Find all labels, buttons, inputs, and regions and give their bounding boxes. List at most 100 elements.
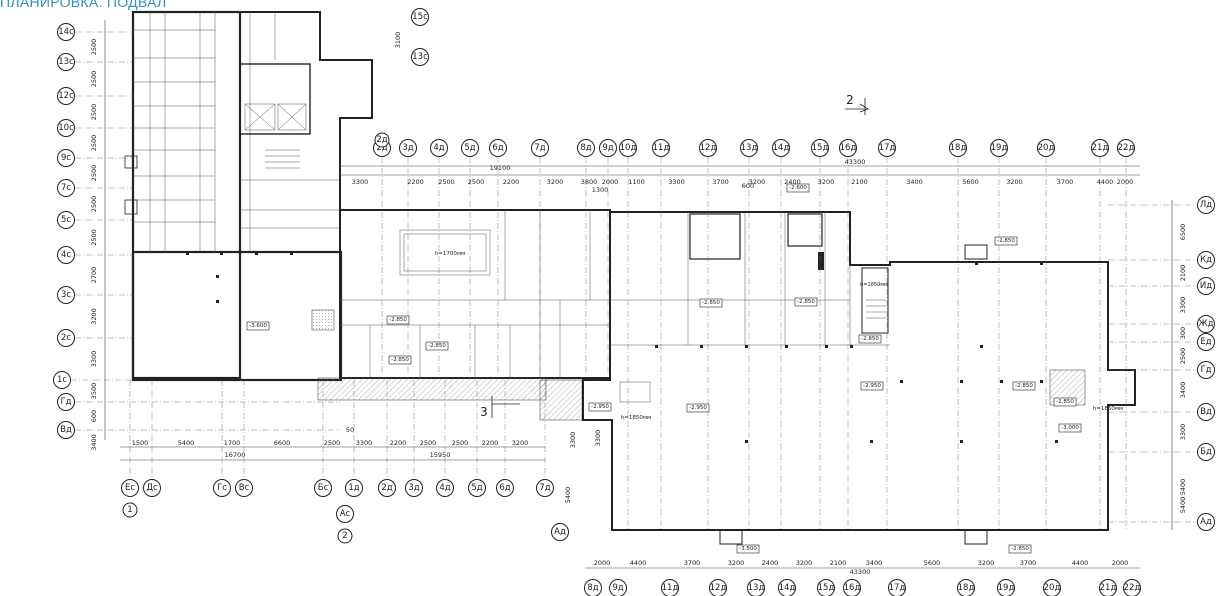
dim-top-19: 4400 bbox=[1097, 178, 1114, 186]
dim-left-6: 2500 bbox=[90, 229, 98, 246]
svg-text:6д: 6д bbox=[492, 143, 503, 153]
svg-text:15д: 15д bbox=[812, 143, 829, 153]
level-marker-14: -2.850 bbox=[1053, 397, 1077, 407]
pool-outline bbox=[399, 229, 491, 276]
dim-misc-4: 600 bbox=[742, 182, 754, 190]
svg-text:3с: 3с bbox=[61, 290, 71, 300]
svg-text:21д: 21д bbox=[1092, 143, 1109, 153]
axis-left-5: 7с bbox=[57, 179, 75, 197]
level-marker-2: -2.850 bbox=[386, 315, 410, 325]
axis-bottom-left-11: 7д bbox=[536, 479, 554, 497]
dim-bottom-left-9: 2200 bbox=[482, 439, 499, 447]
axis-right-6: Вд bbox=[1197, 403, 1215, 421]
dim-misc-6: 5400 bbox=[1179, 497, 1187, 514]
dim-top-0: 3300 bbox=[352, 178, 369, 186]
svg-text:1: 1 bbox=[127, 505, 132, 515]
axis-bottom-right-5: 14д bbox=[778, 579, 796, 596]
svg-text:Жд: Жд bbox=[1198, 319, 1213, 329]
level-marker-3: -2.850 bbox=[425, 341, 449, 351]
dim-top-18: 3700 bbox=[1057, 178, 1074, 186]
dim-top-3: 2500 bbox=[468, 178, 485, 186]
svg-text:Кд: Кд bbox=[1200, 255, 1212, 265]
svg-text:-2.850: -2.850 bbox=[1011, 546, 1029, 552]
dim-bottom-left-7: 2500 bbox=[420, 439, 437, 447]
axis-right-0: Лд bbox=[1197, 196, 1215, 214]
svg-text:19д: 19д bbox=[991, 143, 1008, 153]
svg-text:Вд: Вд bbox=[1200, 407, 1212, 417]
svg-text:-3.500: -3.500 bbox=[739, 546, 757, 552]
dim-bottom-right-total-0: 43300 bbox=[850, 568, 871, 576]
axis-bottom-left-1: Дс bbox=[143, 479, 161, 497]
dim-bottom-right-6: 2100 bbox=[830, 559, 847, 567]
svg-text:Лд: Лд bbox=[1200, 200, 1212, 210]
svg-text:Вс: Вс bbox=[239, 483, 250, 493]
dim-left-1: 2500 bbox=[90, 71, 98, 88]
axis-left-11: Гд bbox=[57, 393, 75, 411]
level-markers: -3.600-2.600-2.850-2.850-2.850-2.850-2.8… bbox=[246, 183, 1082, 554]
svg-text:10с: 10с bbox=[58, 123, 74, 133]
svg-text:Гд: Гд bbox=[60, 397, 71, 407]
plan-title: ПЛАНИРОВКА. ПОДВАЛ bbox=[0, 0, 167, 10]
dim-top-total-1: 43300 bbox=[845, 158, 866, 166]
dim-top-4: 2200 bbox=[503, 178, 520, 186]
dim-bottom-left-0: 1500 bbox=[132, 439, 149, 447]
dim-bottom-left-6: 2200 bbox=[390, 439, 407, 447]
svg-text:14д: 14д bbox=[773, 143, 790, 153]
svg-text:22д: 22д bbox=[1124, 583, 1141, 593]
dim-bottom-right-1: 4400 bbox=[630, 559, 647, 567]
dim-top-11: 3200 bbox=[749, 178, 766, 186]
dim-top-9: 3300 bbox=[668, 178, 685, 186]
axis-top-6: 8д bbox=[577, 139, 595, 157]
level-marker-8: -2.850 bbox=[994, 236, 1018, 246]
svg-text:-2.850: -2.850 bbox=[391, 357, 409, 363]
axis-right-2: Ид bbox=[1197, 277, 1215, 295]
dim-top-14: 2100 bbox=[851, 178, 868, 186]
svg-text:Ед: Ед bbox=[1200, 337, 1211, 347]
axis-bottom-right-13: 22д bbox=[1123, 579, 1141, 596]
dim-right-0: 6500 bbox=[1179, 224, 1187, 241]
svg-text:8д: 8д bbox=[580, 143, 591, 153]
label-h-1: h=1850мм bbox=[621, 415, 651, 421]
section-mark-2: 2 bbox=[845, 93, 869, 115]
level-marker-9: -2.950 bbox=[588, 402, 612, 412]
dim-bottom-right-3: 3200 bbox=[728, 559, 745, 567]
dim-top-left-0: 3100 bbox=[394, 32, 402, 49]
svg-text:12д: 12д bbox=[710, 583, 727, 593]
svg-text:2д: 2д bbox=[376, 143, 387, 153]
axis-top-left-0: 15с bbox=[411, 8, 429, 26]
axis-top-18: 20д bbox=[1037, 139, 1055, 157]
axis-bottom-right-11: 20д bbox=[1043, 579, 1061, 596]
dim-left-7: 2700 bbox=[90, 267, 98, 284]
right-wing-wall bbox=[582, 211, 1136, 531]
dim-left-4: 2500 bbox=[90, 165, 98, 182]
axis-bottom-left-4: Бс bbox=[314, 479, 332, 497]
dim-top-7: 2000 bbox=[602, 178, 619, 186]
dim-bottom-left-2: 1700 bbox=[224, 439, 241, 447]
svg-text:20д: 20д bbox=[1044, 583, 1061, 593]
svg-text:18д: 18д bbox=[950, 143, 967, 153]
axis-top-12: 14д bbox=[772, 139, 790, 157]
svg-text:-2.850: -2.850 bbox=[1056, 399, 1074, 405]
axis-bottom-right-left-0: Ад bbox=[551, 523, 569, 541]
svg-text:Ид: Ид bbox=[1200, 281, 1212, 291]
svg-text:4с: 4с bbox=[61, 250, 71, 260]
svg-text:Ад: Ад bbox=[554, 527, 566, 537]
axis-bottom-left-2: Гс bbox=[213, 479, 231, 497]
svg-text:15с: 15с bbox=[412, 12, 428, 22]
axis-bottom-right-10: 19д bbox=[997, 579, 1015, 596]
axis-top-10: 12д bbox=[699, 139, 717, 157]
axis-left-2: 12с bbox=[57, 87, 75, 105]
level-marker-15: -3.500 bbox=[736, 544, 760, 554]
svg-text:7с: 7с bbox=[61, 183, 71, 193]
dim-right-6: 3300 bbox=[1179, 424, 1187, 441]
axis-right-4: Ед bbox=[1197, 333, 1215, 351]
svg-text:-3.000: -3.000 bbox=[1061, 425, 1079, 431]
svg-text:-2.850: -2.850 bbox=[997, 238, 1015, 244]
axis-left-10: 1с bbox=[53, 371, 71, 389]
level-marker-7: -2.850 bbox=[858, 334, 882, 344]
dim-bottom-total-1: 15950 bbox=[430, 451, 451, 459]
svg-text:2с: 2с bbox=[61, 333, 71, 343]
svg-text:17д: 17д bbox=[889, 583, 906, 593]
